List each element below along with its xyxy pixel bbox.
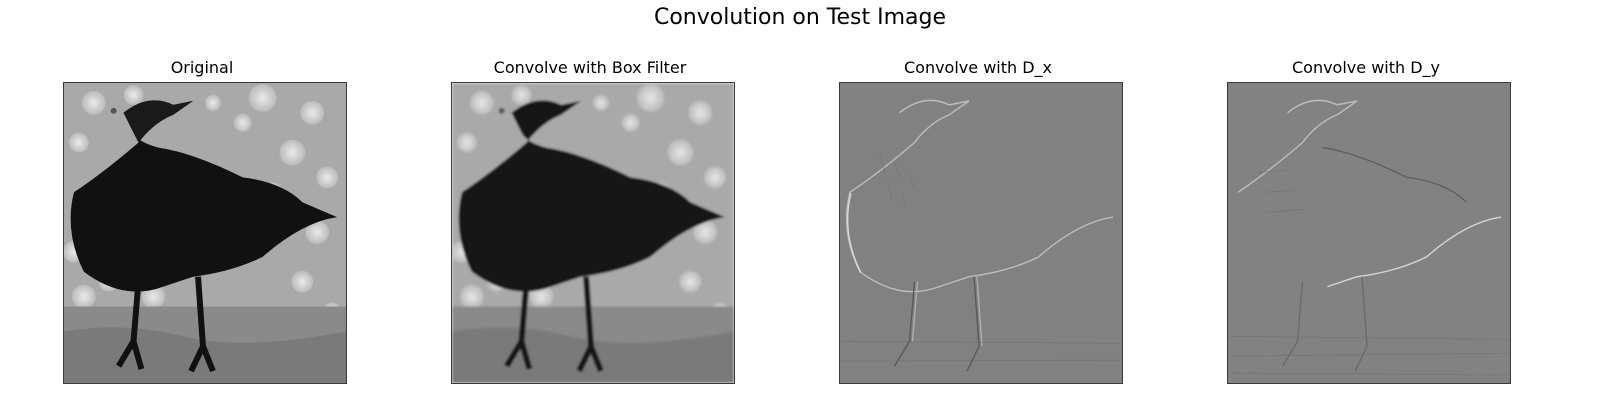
panel-title-dx: Convolve with D_x (903, 58, 1053, 77)
box-filter-image (451, 82, 735, 384)
dy-gradient-image (1227, 82, 1511, 384)
panel-title-dy: Convolve with D_y (1291, 58, 1441, 77)
figure-title: Convolution on Test Image (653, 5, 947, 30)
original-image (63, 82, 347, 384)
panel-title-original: Original (170, 58, 234, 77)
dx-gradient-image (839, 82, 1123, 384)
panel-title-box-filter: Convolve with Box Filter (493, 58, 687, 77)
